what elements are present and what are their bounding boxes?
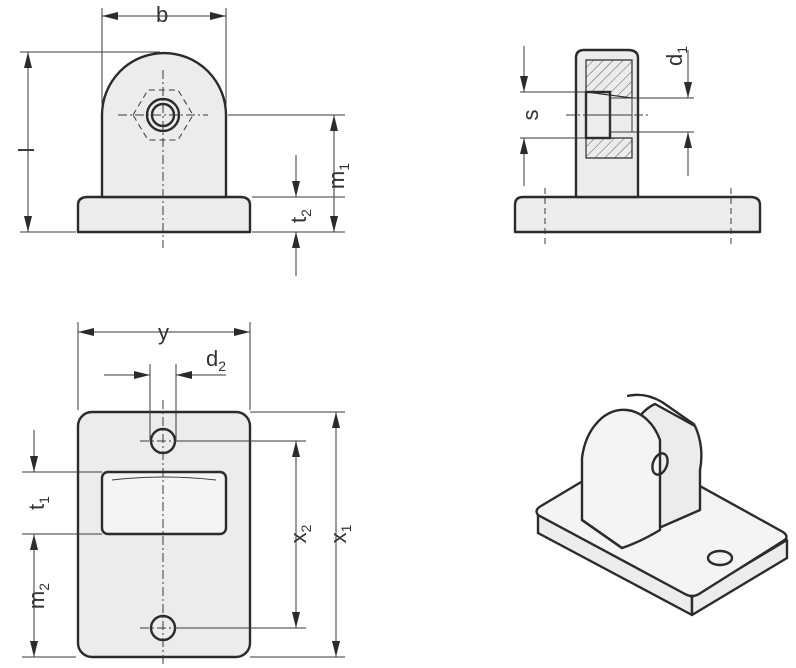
label-t1: t1	[24, 496, 52, 510]
label-d1-sub: 1	[674, 46, 690, 54]
label-d2-main: d	[206, 346, 218, 371]
label-d1-main: d	[662, 54, 687, 66]
isometric-view	[535, 393, 789, 617]
label-t2: t2	[286, 209, 314, 223]
label-m1-main: m	[324, 171, 349, 189]
label-y: y	[158, 320, 169, 345]
label-t1-main: t	[24, 504, 49, 510]
label-x2-sub: 2	[298, 524, 314, 532]
side-view	[513, 46, 762, 244]
top-view	[22, 322, 345, 664]
label-l-text: l	[14, 148, 39, 153]
label-x1-main: x	[326, 532, 351, 543]
label-m2-main: m	[24, 591, 49, 609]
label-x2: x2	[286, 524, 314, 543]
label-d2: d2	[206, 346, 226, 374]
label-m2-sub: 2	[36, 583, 52, 591]
label-m2: m2	[24, 583, 52, 609]
label-t2-main: t	[286, 217, 311, 223]
label-t1-sub: 1	[36, 496, 52, 504]
label-x1: x1	[326, 524, 354, 543]
label-t2-sub: 2	[298, 209, 314, 217]
label-s-text: s	[518, 110, 543, 121]
label-l: l	[14, 148, 39, 153]
label-m1: m1	[324, 163, 352, 189]
label-x1-sub: 1	[338, 524, 354, 532]
label-m1-sub: 1	[336, 163, 352, 171]
front-view	[20, 8, 345, 276]
label-b: b	[156, 2, 168, 27]
label-d2-sub: 2	[218, 358, 226, 374]
label-s: s	[518, 110, 543, 121]
label-x2-main: x	[286, 532, 311, 543]
label-d1: d1	[662, 46, 690, 66]
